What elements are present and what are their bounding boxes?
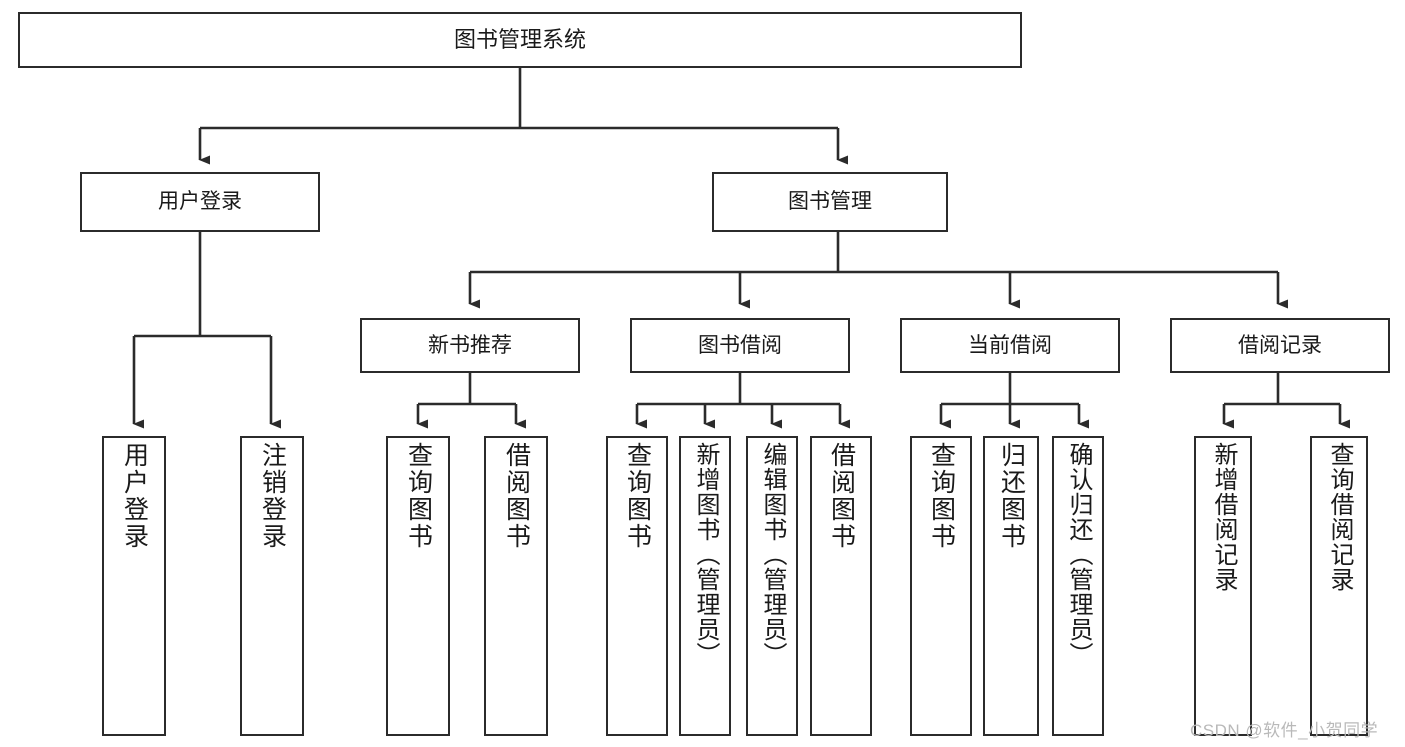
node-leaf-query-book-3[interactable]: 查询图书 bbox=[910, 436, 972, 736]
node-leaf-edit-book-label: 编辑图书（管理员） bbox=[759, 442, 786, 667]
node-book-borrow-label: 图书借阅 bbox=[698, 333, 782, 357]
node-new-book-rec-label: 新书推荐 bbox=[428, 333, 512, 357]
node-leaf-query-book-1-label: 查询图书 bbox=[404, 442, 433, 550]
node-leaf-user-login[interactable]: 用户登录 bbox=[102, 436, 166, 736]
node-borrow-record-label: 借阅记录 bbox=[1238, 333, 1322, 357]
node-book-manage-label: 图书管理 bbox=[788, 190, 872, 214]
node-leaf-borrow-book-1[interactable]: 借阅图书 bbox=[484, 436, 548, 736]
node-borrow-record[interactable]: 借阅记录 bbox=[1170, 318, 1390, 373]
node-book-borrow[interactable]: 图书借阅 bbox=[630, 318, 850, 373]
node-leaf-return-book[interactable]: 归还图书 bbox=[983, 436, 1039, 736]
node-leaf-borrow-book-2[interactable]: 借阅图书 bbox=[810, 436, 872, 736]
node-leaf-add-record-label: 新增借阅记录 bbox=[1210, 442, 1237, 592]
node-leaf-edit-book[interactable]: 编辑图书（管理员） bbox=[746, 436, 798, 736]
node-leaf-add-book-label: 新增图书（管理员） bbox=[692, 442, 719, 667]
node-leaf-logout-label: 注销登录 bbox=[258, 442, 287, 550]
node-current-borrow[interactable]: 当前借阅 bbox=[900, 318, 1120, 373]
node-leaf-return-book-label: 归还图书 bbox=[997, 442, 1026, 550]
node-current-borrow-label: 当前借阅 bbox=[968, 333, 1052, 357]
node-leaf-user-login-label: 用户登录 bbox=[120, 442, 149, 550]
node-leaf-query-book-2[interactable]: 查询图书 bbox=[606, 436, 668, 736]
node-leaf-query-book-2-label: 查询图书 bbox=[623, 442, 652, 550]
node-leaf-borrow-book-2-label: 借阅图书 bbox=[827, 442, 856, 550]
node-leaf-add-record[interactable]: 新增借阅记录 bbox=[1194, 436, 1252, 736]
node-leaf-query-book-3-label: 查询图书 bbox=[927, 442, 956, 550]
node-user-login-label: 用户登录 bbox=[158, 190, 242, 214]
node-leaf-borrow-book-1-label: 借阅图书 bbox=[502, 442, 531, 550]
node-book-manage[interactable]: 图书管理 bbox=[712, 172, 948, 232]
node-leaf-query-book-1[interactable]: 查询图书 bbox=[386, 436, 450, 736]
node-leaf-query-record-label: 查询借阅记录 bbox=[1326, 442, 1353, 592]
node-user-login[interactable]: 用户登录 bbox=[80, 172, 320, 232]
node-root[interactable]: 图书管理系统 bbox=[18, 12, 1022, 68]
node-leaf-logout[interactable]: 注销登录 bbox=[240, 436, 304, 736]
node-leaf-add-book[interactable]: 新增图书（管理员） bbox=[679, 436, 731, 736]
node-root-label: 图书管理系统 bbox=[453, 26, 586, 52]
node-new-book-rec[interactable]: 新书推荐 bbox=[360, 318, 580, 373]
node-leaf-confirm-return-label: 确认归还（管理员） bbox=[1065, 442, 1092, 667]
node-leaf-confirm-return[interactable]: 确认归还（管理员） bbox=[1052, 436, 1104, 736]
node-leaf-query-record[interactable]: 查询借阅记录 bbox=[1310, 436, 1368, 736]
